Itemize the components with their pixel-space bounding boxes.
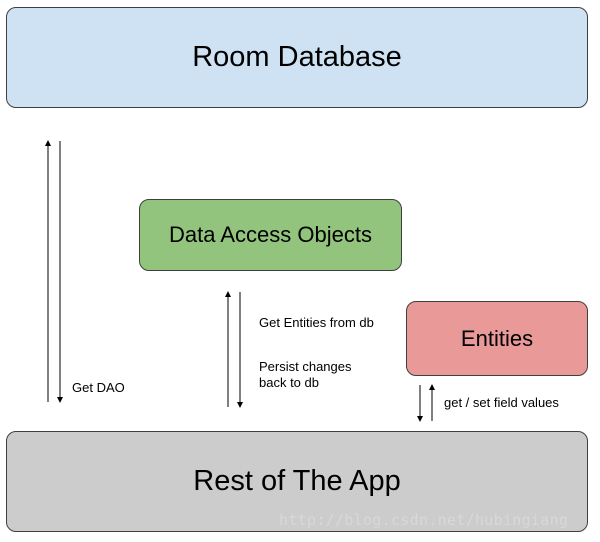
data-access-objects-label: Data Access Objects [169, 222, 372, 247]
get-dao-label: Get DAO [72, 380, 125, 395]
get-entities-label: Get Entities from db [259, 315, 374, 330]
field-values-label: get / set field values [444, 395, 559, 410]
data-access-objects-node: Data Access Objects [139, 199, 402, 271]
rest-of-app-label: Rest of The App [193, 465, 401, 497]
persist-changes-label: Persist changes back to db [259, 359, 352, 390]
room-database-node: Room Database [6, 7, 588, 108]
rest-of-app-node: Rest of The App [6, 431, 588, 532]
watermark-text: http://blog.csdn.net/hubingiang [279, 511, 569, 529]
room-database-label: Room Database [192, 41, 402, 73]
entities-node: Entities [406, 301, 588, 376]
entities-label: Entities [460, 325, 534, 351]
